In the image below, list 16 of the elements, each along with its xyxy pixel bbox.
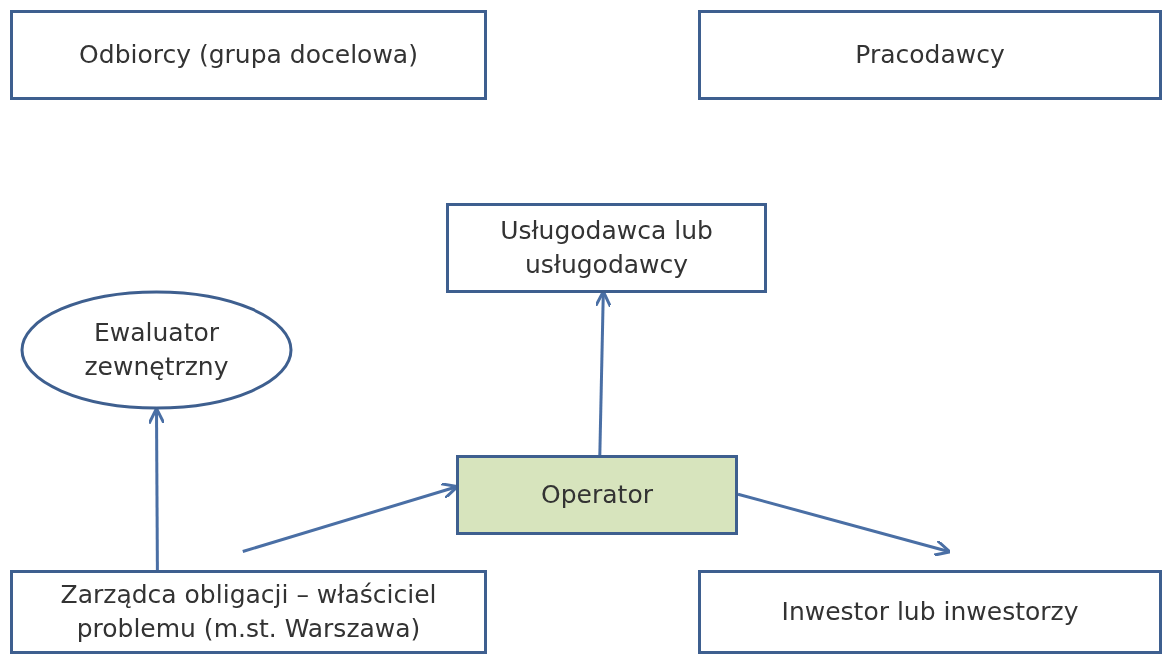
node-label: Inwestor lub inwestorzy (780, 596, 1080, 629)
process-box (698, 10, 1162, 100)
node-label: Usługodawca lub usługodawcy (499, 215, 714, 281)
process-box (10, 570, 487, 654)
process-box (456, 455, 738, 535)
node-label: Zarządca obligacji – właściciel problemu (m.st. Warszawa) (59, 579, 438, 645)
node-label: Pracodawcy (854, 39, 1006, 72)
node-label: Ewaluator zewnętrzny (83, 317, 230, 383)
process-box (446, 203, 767, 293)
process-box (10, 10, 487, 100)
arrow (737, 492, 952, 557)
node-label: Operator (540, 479, 654, 512)
process-box (698, 570, 1162, 654)
node-label: Odbiorcy (grupa docelowa) (78, 39, 419, 72)
ellipse-node (20, 290, 293, 410)
arrow (147, 407, 166, 570)
